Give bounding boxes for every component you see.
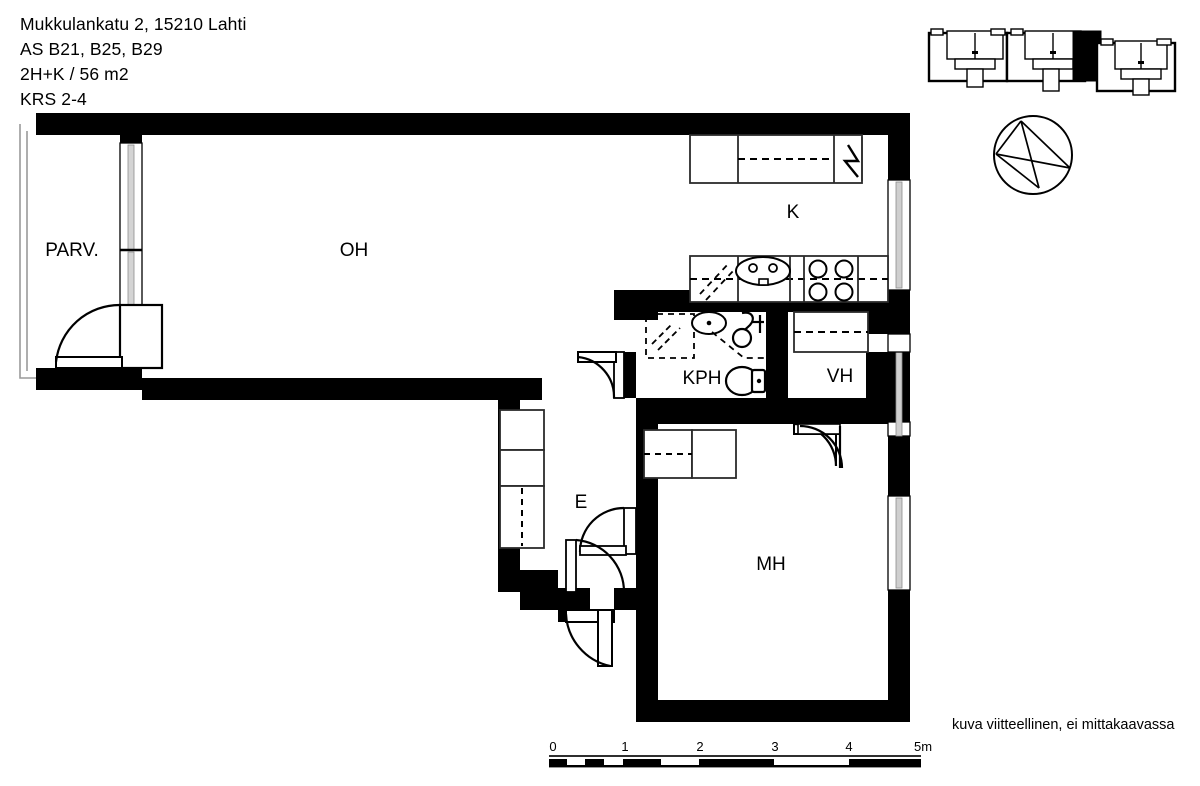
room-label-k: K (787, 202, 800, 223)
room-label-mh: MH (756, 554, 786, 575)
kitchen-hob-icon (808, 259, 854, 302)
scale-tick-5: 5m (914, 739, 932, 754)
kitchen-upper-cabinets (689, 134, 863, 184)
hall-closets (499, 409, 545, 549)
room-labels: PARV. OH K KPH VH E MH (45, 202, 853, 575)
bedroom-closet (643, 429, 737, 479)
key-plan-unit-1 (927, 28, 1009, 88)
kitchen-sink-icon (735, 256, 791, 286)
room-label-kph: KPH (682, 368, 721, 389)
bathroom-door (577, 351, 625, 399)
window-bedroom-right (887, 495, 911, 591)
header-apartments: AS B21, B25, B29 (20, 39, 163, 59)
scale-tick-0: 0 (549, 739, 556, 754)
scale-bar-rule (549, 755, 921, 757)
key-plan-unit-2 (1005, 28, 1087, 92)
kitchen-counter (689, 255, 889, 303)
room-label-oh: OH (340, 240, 369, 261)
north-compass-rose (993, 115, 1073, 195)
toilet-icon (724, 365, 767, 397)
room-label-e: E (575, 492, 588, 513)
room-label-vh: VH (827, 366, 853, 387)
window-vh-right (887, 333, 911, 437)
header-address: Mukkulankatu 2, 15210 Lahti (20, 14, 247, 34)
vh-fixtures (793, 311, 869, 467)
hall-doors (564, 506, 637, 668)
scale-bar-baseline (549, 765, 921, 768)
balcony-door (54, 303, 164, 370)
room-label-parv: PARV. (45, 240, 99, 261)
window-kitchen-right (887, 179, 911, 291)
key-plan-unit-3 (1095, 38, 1177, 96)
scale-tick-2: 2 (696, 739, 703, 754)
scale-bar-ticks-labels: 0 1 2 3 4 5m (549, 739, 932, 754)
scale-tick-3: 3 (771, 739, 778, 754)
walls (36, 113, 910, 722)
site-key-plan (927, 28, 1177, 96)
scale-bar-segments (549, 759, 921, 765)
scale-tick-4: 4 (845, 739, 852, 754)
scale-bar: 0 1 2 3 4 5m (549, 739, 932, 768)
plan-header: Mukkulankatu 2, 15210 Lahti AS B21, B25,… (20, 12, 246, 112)
header-type-area: 2H+K / 56 m2 (20, 64, 129, 84)
scale-tick-1: 1 (621, 739, 628, 754)
shower-mixer-icon (731, 311, 764, 349)
header-floors: KRS 2-4 (20, 89, 87, 109)
bedroom-door (797, 423, 844, 469)
disclaimer-note: kuva viitteellinen, ei mittakaavassa (952, 717, 1175, 733)
washbasin-icon (691, 311, 727, 335)
bathroom-fixtures (577, 311, 767, 399)
